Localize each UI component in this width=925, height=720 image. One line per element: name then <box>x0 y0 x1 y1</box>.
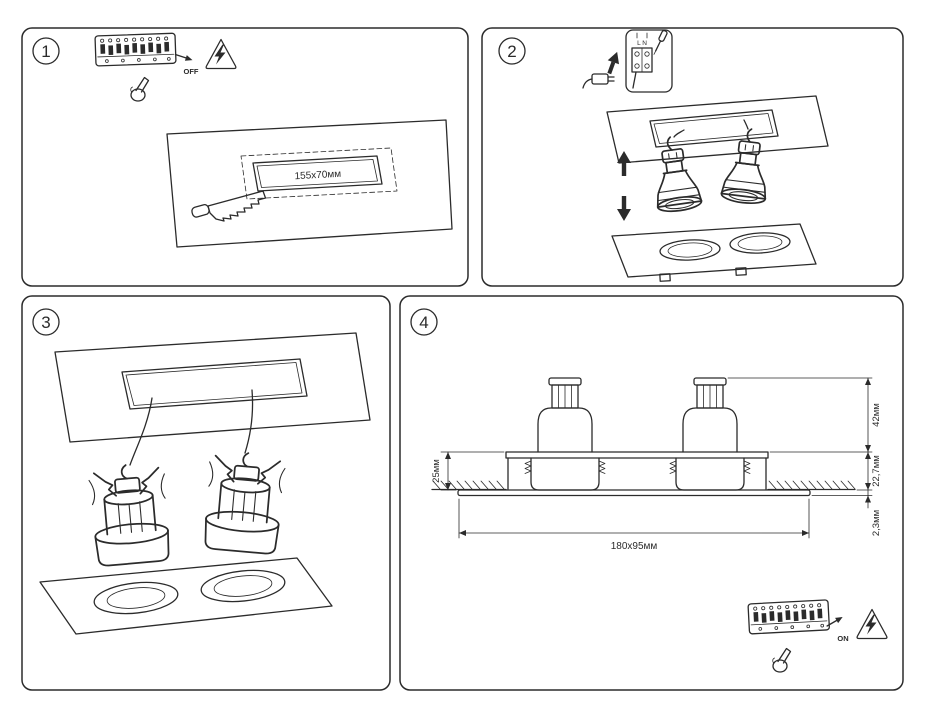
wiring-detail-inset: L N <box>625 29 673 93</box>
fixture-side-view <box>431 377 856 497</box>
saw-icon <box>191 190 267 222</box>
panel-border <box>21 27 469 287</box>
step-number-badge: 4 <box>410 308 438 336</box>
power-off-label: OFF <box>184 67 199 76</box>
up-arrow-icon <box>617 151 631 176</box>
step-3-panel: 3 <box>21 295 391 691</box>
down-arrow-icon <box>617 196 631 221</box>
housing-height-label: 22,7мм <box>871 455 882 487</box>
recess-depth-label: 25мм <box>431 459 442 483</box>
step-number: 2 <box>507 42 516 61</box>
step-number: 4 <box>419 313 428 332</box>
screwdriver-icon <box>653 29 668 55</box>
power-on-group: ON <box>747 599 888 673</box>
power-off-arrow-icon <box>174 53 193 61</box>
ceiling-cutout-drawing: 155x70мм <box>166 119 453 248</box>
step-2-panel: 2 L N <box>481 27 904 287</box>
step-number: 1 <box>41 42 50 61</box>
step-number-badge: 2 <box>498 37 526 65</box>
dimension-annotations: 25мм 42мм 22,7мм 2,3мм 180x95мм <box>431 377 882 552</box>
lamp-height-label: 42мм <box>871 403 882 427</box>
step-4-panel: 4 <box>399 295 904 691</box>
connect-arrow-icon <box>607 51 620 75</box>
trim-height-label: 2,3мм <box>871 510 882 536</box>
power-on-arrow-icon <box>826 617 843 627</box>
terminal-ln-label: L N <box>637 40 647 47</box>
cutout-size-label: 155x70мм <box>294 169 341 182</box>
step-number-badge: 1 <box>32 37 60 65</box>
ceiling-hole-drawing <box>606 95 829 164</box>
power-on-label: ON <box>837 634 848 643</box>
step-number-badge: 3 <box>32 308 60 336</box>
panel-border <box>399 295 904 691</box>
mounting-frame-drawing <box>611 223 817 282</box>
step-number: 3 <box>41 313 50 332</box>
panel-border <box>21 295 391 691</box>
ceiling-hole-drawing <box>54 332 371 466</box>
mains-plug-icon <box>582 73 615 89</box>
frame-size-label: 180x95мм <box>611 541 658 552</box>
mounting-frame-drawing <box>39 557 333 635</box>
step-1-panel: 1 OFF 155x70мм <box>21 27 469 287</box>
